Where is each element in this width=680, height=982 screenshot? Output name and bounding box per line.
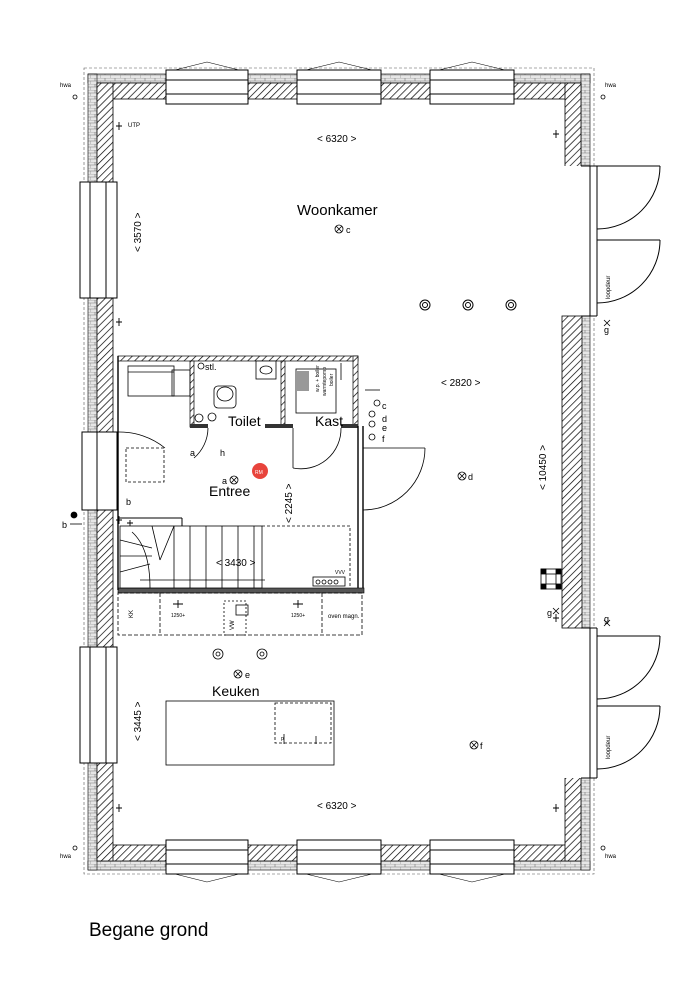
point-label: h: [220, 448, 225, 458]
loopdeur-label: loopdeur: [606, 276, 612, 299]
hwa-label: hwa: [605, 854, 617, 860]
switch-cluster: [365, 389, 381, 441]
counter-label: 1250+: [291, 613, 305, 619]
dim-right-height: < 10450 >: [538, 445, 549, 490]
rm-label: RM: [255, 470, 263, 476]
room-label-entree: Entree: [209, 483, 250, 499]
windows-top: [165, 61, 515, 105]
kitchen-units: [117, 592, 363, 766]
room-label-woonkamer: Woonkamer: [297, 202, 378, 219]
hwa-label: hwa: [605, 83, 617, 89]
point-label: d: [468, 472, 473, 482]
counter-label: 1250+: [171, 613, 185, 619]
point-label: c: [382, 401, 387, 411]
boiler-label: boiler: [329, 373, 335, 386]
dim-top-width: < 6320 >: [317, 134, 357, 145]
wp-boiler-label: w.p. + boiler: [315, 365, 321, 392]
right-openings: [561, 165, 661, 779]
hwa-label: hwa: [60, 83, 72, 89]
point-label: e: [382, 423, 387, 433]
fireplace-box: [540, 568, 562, 590]
room-labels: Woonkamer Toilet Kast Entree Keuken: [209, 202, 378, 699]
point-label: c: [346, 225, 351, 235]
room-label-kast: Kast: [315, 413, 343, 429]
point-label: f: [480, 741, 483, 751]
dim-left-lower: < 3445 >: [133, 701, 144, 741]
dim-stair-width: < 3430 >: [216, 558, 256, 569]
wall-sockets: [116, 122, 559, 812]
loopdeur-label: loopdeur: [606, 736, 612, 759]
warmtepomp-label: warmtepomp: [322, 367, 328, 396]
room-label-keuken: Keuken: [212, 683, 259, 699]
point-label: a: [222, 476, 227, 486]
ceiling-lights: [419, 299, 517, 311]
hwa-label: hwa: [60, 854, 72, 860]
oven-label: oven magn.: [328, 614, 360, 620]
point-label: d: [382, 414, 387, 424]
point-label: g: [604, 614, 609, 624]
exterior-walls: [83, 67, 595, 875]
point-label: g: [547, 608, 552, 618]
entree-area: [117, 365, 426, 586]
dim-entree-depth: < 2245 >: [284, 483, 295, 523]
point-label: a: [190, 448, 195, 458]
kk-label: KK: [129, 610, 135, 618]
point-label: f: [382, 434, 385, 444]
dim-living-mid: < 2820 >: [441, 378, 481, 389]
dim-bottom-width: < 6320 >: [317, 801, 357, 812]
point-label: e: [245, 670, 250, 680]
annotation-labels: hwa hwa hwa hwa UTP loopdeur loopdeur st…: [60, 83, 617, 860]
windows-bottom: [165, 839, 515, 883]
point-label: p: [281, 736, 284, 742]
staircase: [119, 525, 346, 589]
room-label-toilet: Toilet: [228, 413, 261, 429]
dimension-labels: < 6320 > < 6320 > < 3570 > < 3445 > < 10…: [133, 134, 549, 812]
exterior-markers: [70, 94, 611, 851]
point-label: b: [62, 520, 67, 530]
vent-label: VVV: [335, 570, 346, 576]
point-label: g: [604, 325, 609, 335]
toilet-fixtures: [194, 360, 277, 423]
vw-label: VW: [230, 620, 236, 630]
dim-left-upper: < 3570 >: [133, 212, 144, 252]
interior-walls: [117, 355, 365, 594]
kast-installation: w.p. + boiler warmtepomp boiler: [295, 363, 342, 414]
light-points: [229, 224, 479, 750]
point-label: b: [126, 497, 131, 507]
smoke-detector-icon: [252, 463, 268, 479]
stl-label: stl.: [205, 362, 217, 372]
windows-left: [79, 181, 118, 764]
utp-label: UTP: [128, 123, 140, 129]
floor-title: Begane grond: [89, 920, 209, 941]
